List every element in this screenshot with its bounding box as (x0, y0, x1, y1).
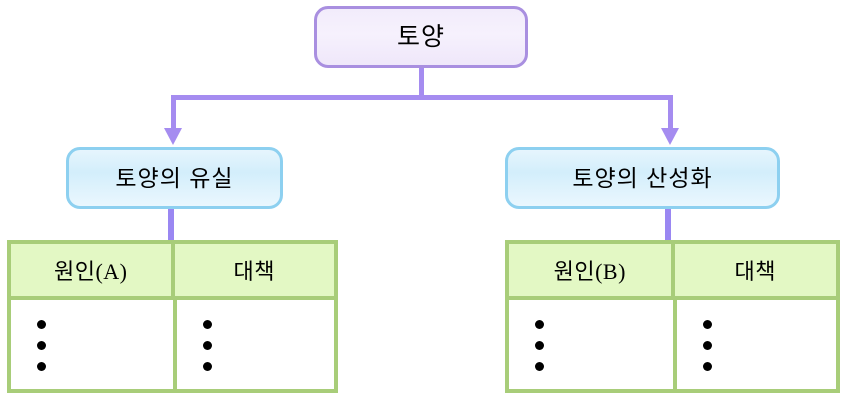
bullet-icon (202, 341, 212, 350)
list-item[interactable] (535, 360, 673, 374)
bullet-icon (535, 362, 544, 371)
arrow-down-icon-left (164, 128, 182, 145)
connector-stub-right (665, 209, 671, 242)
bullet-icon (702, 320, 712, 329)
connector-left-vertical (171, 95, 176, 129)
branch-node-soil-loss[interactable]: 토양의 유실 (66, 147, 283, 209)
list-item[interactable] (702, 360, 837, 374)
bullet-icon (202, 362, 212, 371)
arrow-down-icon-right (661, 128, 679, 145)
list-item[interactable] (202, 318, 335, 332)
list-item[interactable] (702, 318, 837, 332)
table-cell-cause-b-list[interactable] (509, 300, 673, 389)
bullet-icon (535, 320, 544, 329)
connector-root-vertical (419, 68, 424, 99)
bullet-icon (535, 341, 544, 350)
branch-node-label-right: 토양의 산성화 (572, 164, 713, 191)
table-cell-measure-left-list[interactable] (172, 300, 335, 389)
list-item[interactable] (702, 339, 837, 353)
list-item[interactable] (37, 360, 173, 374)
list-item[interactable] (535, 339, 673, 353)
detail-table-soil-loss: 원인(A) 대책 (7, 240, 338, 393)
list-item[interactable] (202, 339, 335, 353)
table-body-row-left (11, 300, 334, 389)
connector-right-vertical (668, 95, 673, 129)
connector-horizontal-bus (171, 95, 673, 100)
bullet-icon (37, 341, 46, 350)
table-cell-cause-a-list[interactable] (11, 300, 173, 389)
table-header-cause-b: 원인(B) (553, 259, 626, 284)
bullet-icon (37, 362, 46, 371)
table-cell-measure-right-list[interactable] (672, 300, 837, 389)
list-item[interactable] (37, 318, 173, 332)
bullet-icon (202, 320, 212, 329)
table-header-row-right: 원인(B) 대책 (509, 244, 836, 300)
table-header-measure-left: 대책 (170, 244, 335, 296)
bullet-icon (37, 320, 46, 329)
detail-table-soil-acidification: 원인(B) 대책 (505, 240, 840, 393)
bullet-icon (702, 362, 712, 371)
branch-node-label-left: 토양의 유실 (115, 164, 234, 191)
list-item[interactable] (535, 318, 673, 332)
root-node-label: 토양 (396, 22, 445, 51)
root-node-soil[interactable]: 토양 (314, 6, 528, 68)
table-header-cause-a: 원인(A) (53, 259, 128, 284)
list-item[interactable] (202, 360, 335, 374)
table-body-row-right (509, 300, 836, 389)
table-header-measure-right: 대책 (670, 244, 837, 296)
branch-node-soil-acidification[interactable]: 토양의 산성화 (505, 147, 780, 209)
connector-stub-left (168, 209, 174, 242)
table-header-row-left: 원인(A) 대책 (11, 244, 334, 300)
list-item[interactable] (37, 339, 173, 353)
bullet-icon (702, 341, 712, 350)
